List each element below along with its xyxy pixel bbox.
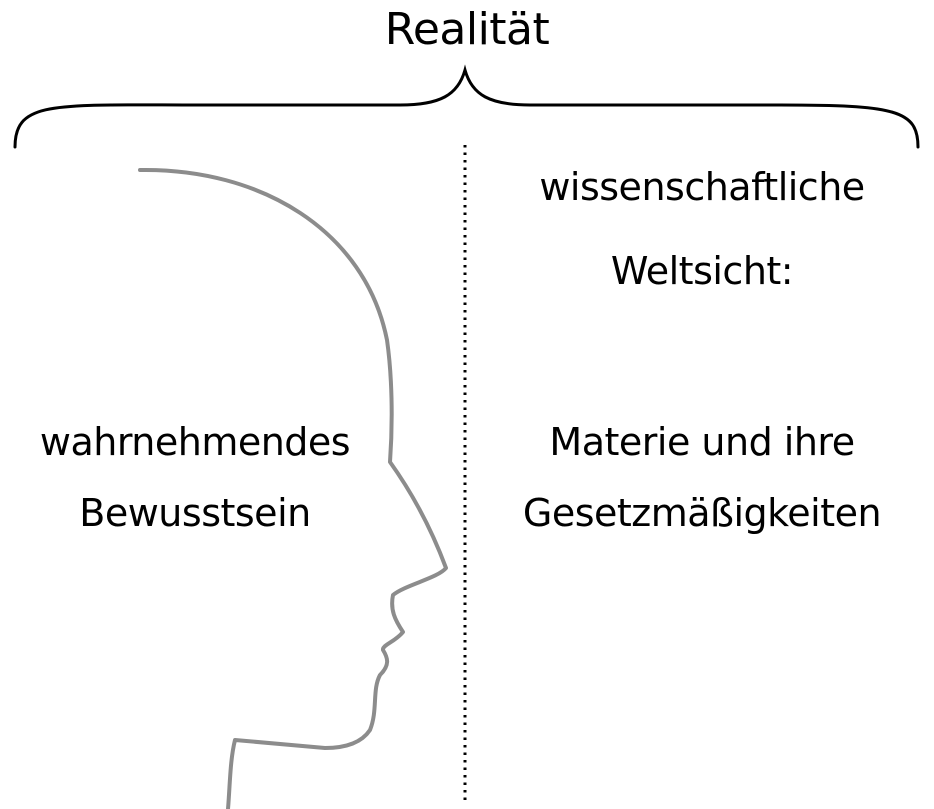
reality-brace xyxy=(13,64,920,149)
right-label-line-3: Materie und ihre xyxy=(549,420,855,464)
diagram-title: Realität xyxy=(384,4,550,55)
head-profile-outline xyxy=(138,167,448,809)
left-label-line-1: wahrnehmendes xyxy=(39,420,351,464)
left-label-line-2: Bewusstsein xyxy=(79,491,311,535)
right-label-line-4: Gesetzmäßigkeiten xyxy=(522,491,882,535)
right-label-line-1: wissenschaftliche xyxy=(539,165,865,209)
right-label-line-2: Weltsicht: xyxy=(610,249,794,293)
